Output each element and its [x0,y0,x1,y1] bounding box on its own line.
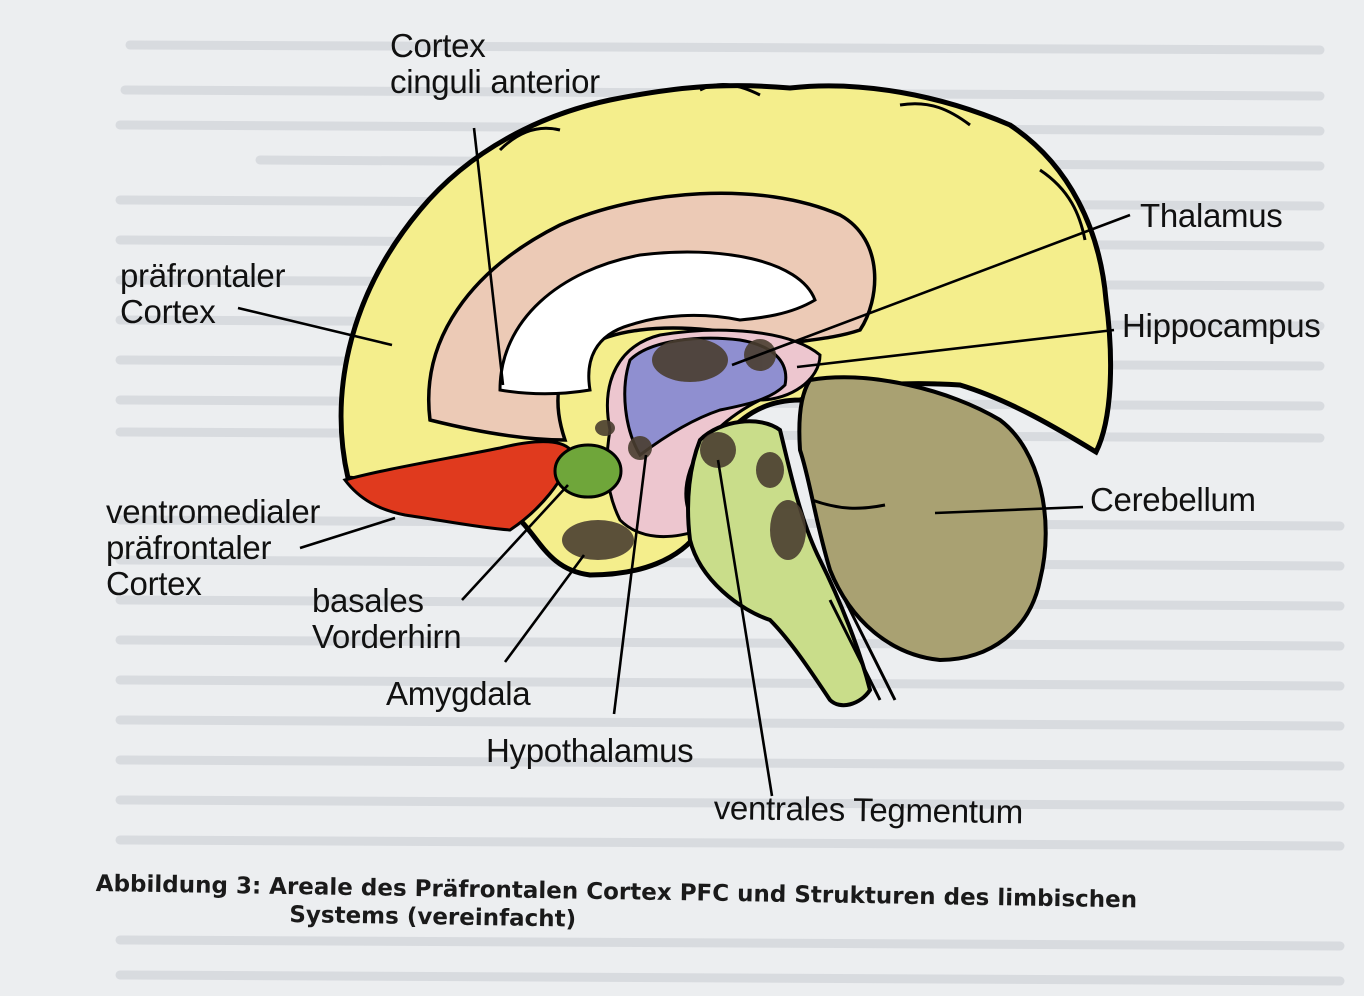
label-hippocampus: Hippocampus [1122,307,1321,344]
label-cerebellum: Cerebellum [1090,481,1256,518]
corpus-callosum [498,250,817,396]
label-ventrales-tegmentum: ventrales Tegmentum [713,789,1024,831]
label-hypothalamus: Hypothalamus [486,732,694,769]
label-ventromedialer-cortex: ventromedialer präfrontaler Cortex [106,493,321,602]
label-praefrontaler-cortex: präfrontaler Cortex [120,257,286,330]
vmpfc-region [342,440,574,532]
pointer-lines [237,127,1131,797]
label-basales-vorderhirn: basales Vorderhirn [312,582,462,655]
label-amygdala: Amygdala [386,675,531,712]
label-cortex-cinguli-anterior: Cortex cinguli anterior [390,27,600,100]
cerebellum-region [797,375,1048,663]
brainstem-region [686,419,873,708]
dark-nuclei [562,338,806,560]
amygdala-region [553,443,623,499]
label-thalamus: Thalamus [1140,197,1283,234]
